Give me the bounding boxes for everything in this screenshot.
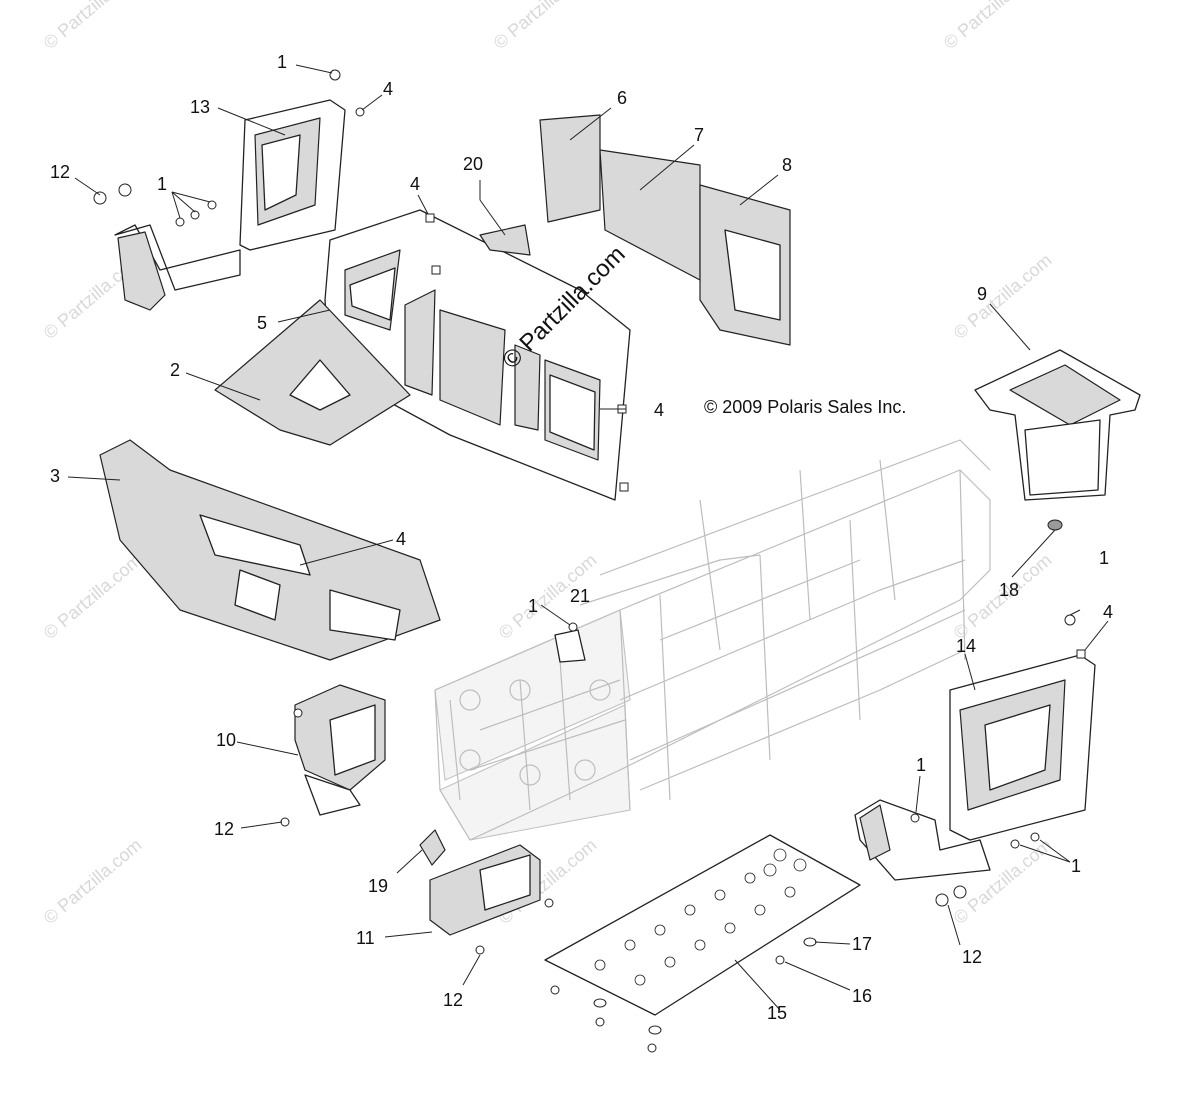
callout-1: 1 — [1071, 856, 1081, 876]
callout-7: 7 — [694, 125, 704, 145]
callout-2: 2 — [170, 360, 180, 380]
callout-12: 12 — [214, 819, 234, 839]
callout-10: 10 — [216, 730, 236, 750]
callout-11: 11 — [356, 928, 375, 948]
part-21-bracket — [554, 629, 586, 663]
callout-19: 19 — [368, 876, 388, 896]
callout-13: 13 — [190, 97, 210, 117]
part-19-clip — [419, 829, 446, 866]
part-20-pad — [479, 224, 531, 256]
part-11-bracket — [429, 844, 541, 936]
part-9-storage-bin — [974, 349, 1141, 501]
vehicle-frame — [434, 439, 991, 841]
callout-12: 12 — [50, 162, 70, 182]
callout-20: 20 — [463, 154, 483, 174]
callout-5: 5 — [257, 313, 267, 333]
part-15-skid-plate — [544, 834, 861, 1016]
callout-12: 12 — [962, 947, 982, 967]
watermark: © Partzilla.com — [40, 550, 146, 643]
watermark: © Partzilla.com — [40, 835, 146, 928]
part-14-right-side-panel — [854, 654, 1096, 881]
callout-4: 4 — [654, 400, 664, 420]
part-10-bracket — [294, 684, 386, 816]
callout-4: 4 — [396, 529, 406, 549]
part-13-left-side-panel — [114, 99, 346, 311]
callout-1: 1 — [528, 596, 538, 616]
leader-lines — [67, 64, 1109, 1011]
watermark: © Partzilla.com — [40, 0, 146, 53]
part-5-console-panel — [324, 209, 631, 501]
callout-4: 4 — [410, 174, 420, 194]
callout-21: 21 — [570, 586, 590, 606]
callout-6: 6 — [617, 88, 627, 108]
callout-16: 16 — [852, 986, 872, 1006]
part-2-tunnel-cover — [214, 299, 411, 446]
part-3-floor-pan — [99, 439, 441, 661]
callout-1: 1 — [1099, 548, 1109, 568]
callout-8: 8 — [782, 155, 792, 175]
callout-1: 1 — [916, 755, 926, 775]
copyright-text: © 2009 Polaris Sales Inc. — [704, 397, 906, 417]
callout-1: 1 — [157, 174, 167, 194]
callout-14: 14 — [956, 636, 976, 656]
callouts: 1 4 13 12 1 20 6 7 8 4 5 9 2 4 3 4 1 21 … — [50, 52, 1113, 1023]
callout-4: 4 — [383, 79, 393, 99]
callout-15: 15 — [767, 1003, 787, 1023]
callout-1: 1 — [277, 52, 287, 72]
callout-18: 18 — [999, 580, 1019, 600]
watermark: © Partzilla.com — [940, 0, 1046, 53]
part-18-grommet — [1047, 519, 1063, 531]
watermark: © Partzilla.com — [490, 0, 596, 53]
callout-17: 17 — [852, 934, 872, 954]
callout-3: 3 — [50, 466, 60, 486]
callout-4: 4 — [1103, 602, 1113, 622]
callout-12: 12 — [443, 990, 463, 1010]
parts-6-7-8-foam-panels — [539, 114, 791, 346]
watermark: © Partzilla.com — [950, 250, 1056, 343]
callout-9: 9 — [977, 284, 987, 304]
